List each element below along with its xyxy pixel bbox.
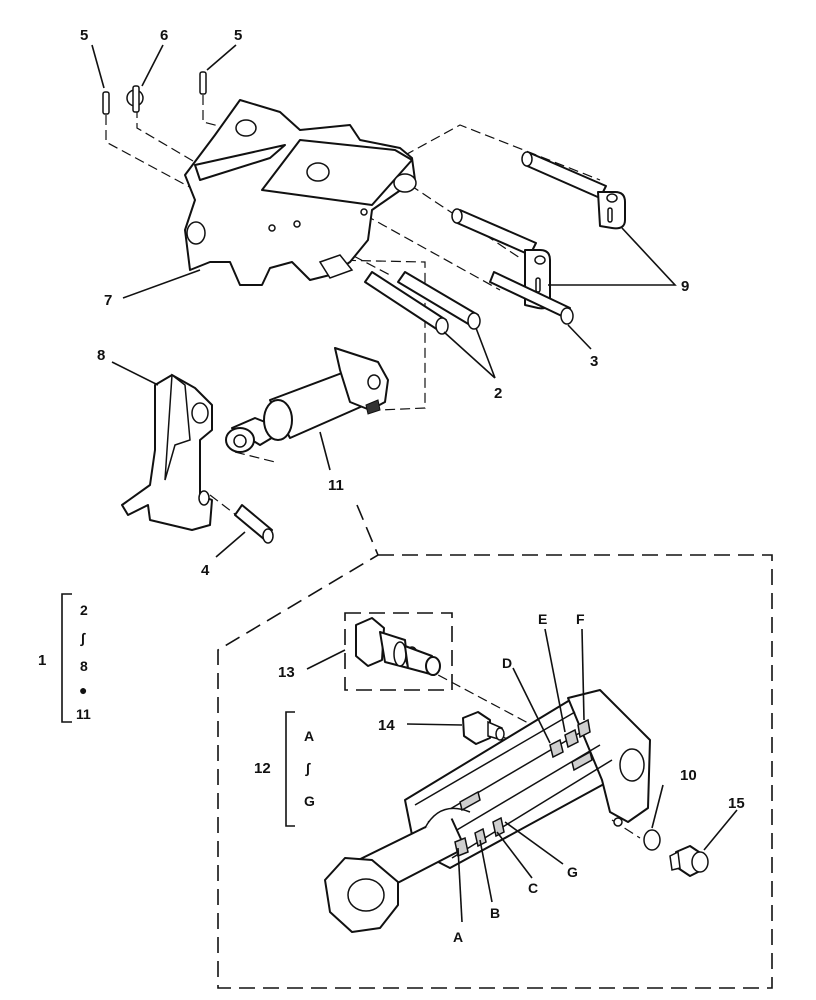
- leader-lines: [91, 44, 738, 923]
- o-ring: [643, 829, 661, 851]
- seal-label-c: C: [528, 880, 538, 896]
- callout-5-left: 5: [80, 27, 88, 44]
- pin-small: [234, 504, 274, 544]
- cylinder-detail: [324, 689, 651, 933]
- callout-9: 9: [681, 278, 689, 295]
- seal-label-a: A: [453, 929, 463, 945]
- coupler-bracket: [184, 99, 417, 286]
- callout-4: 4: [201, 562, 210, 579]
- fitting-upper: [462, 711, 505, 745]
- bracket-1-item: 2: [80, 602, 88, 618]
- callout-5-right: 5: [234, 27, 242, 44]
- cylinder-small: [225, 347, 389, 453]
- callout-1: 1: [38, 652, 46, 669]
- seal-label-e: E: [538, 611, 547, 627]
- callout-3: 3: [590, 353, 598, 370]
- seal-label-g: G: [567, 864, 578, 880]
- seal-label-d: D: [502, 655, 512, 671]
- callout-10: 10: [680, 767, 697, 784]
- bracket-1-item: 11: [76, 706, 91, 722]
- bracket-group-12: [285, 711, 295, 827]
- callout-7: 7: [104, 292, 112, 309]
- callout-8: 8: [97, 347, 105, 364]
- detail-view-boundary: [217, 554, 773, 989]
- seal-label-f: F: [576, 611, 585, 627]
- link-bracket: [121, 373, 213, 531]
- bracket-1-items: 2 ∫ 8 ● 11: [76, 602, 91, 722]
- roll-pin-right: [199, 71, 207, 95]
- detail-callout-line: [356, 504, 379, 556]
- long-pins: [364, 271, 481, 335]
- bracket-12-items: A ∫ G: [304, 728, 315, 809]
- callout-11: 11: [328, 477, 344, 494]
- seal-label-b: B: [490, 905, 500, 921]
- callout-13: 13: [278, 664, 295, 681]
- callout-14: 14: [378, 717, 395, 734]
- bracket-12-item: ∫: [305, 760, 311, 777]
- callout-2: 2: [494, 385, 502, 402]
- callout-6: 6: [160, 27, 168, 44]
- bracket-12-item: G: [304, 793, 315, 809]
- short-pin: [489, 271, 574, 325]
- callout-15: 15: [728, 795, 745, 812]
- callout-12: 12: [254, 760, 271, 777]
- valve-cartridge: [355, 617, 441, 676]
- bracket-group-1: [61, 593, 72, 723]
- bracket-1-item: ●: [79, 682, 87, 698]
- bracket-1-item: ∫: [80, 630, 86, 647]
- bracket-12-item: A: [304, 728, 314, 744]
- pin-with-plate-upper: [521, 151, 626, 230]
- fitting-lower: [669, 845, 709, 877]
- lynch-pin: [126, 85, 144, 113]
- bracket-1-item: 8: [80, 658, 88, 674]
- callout-labels: 5 6 5 7 8 9 3 2 4 11 13 14 12 10 15 1 D …: [38, 27, 745, 945]
- valve-detail-box: [344, 612, 453, 691]
- roll-pin-left: [102, 91, 110, 115]
